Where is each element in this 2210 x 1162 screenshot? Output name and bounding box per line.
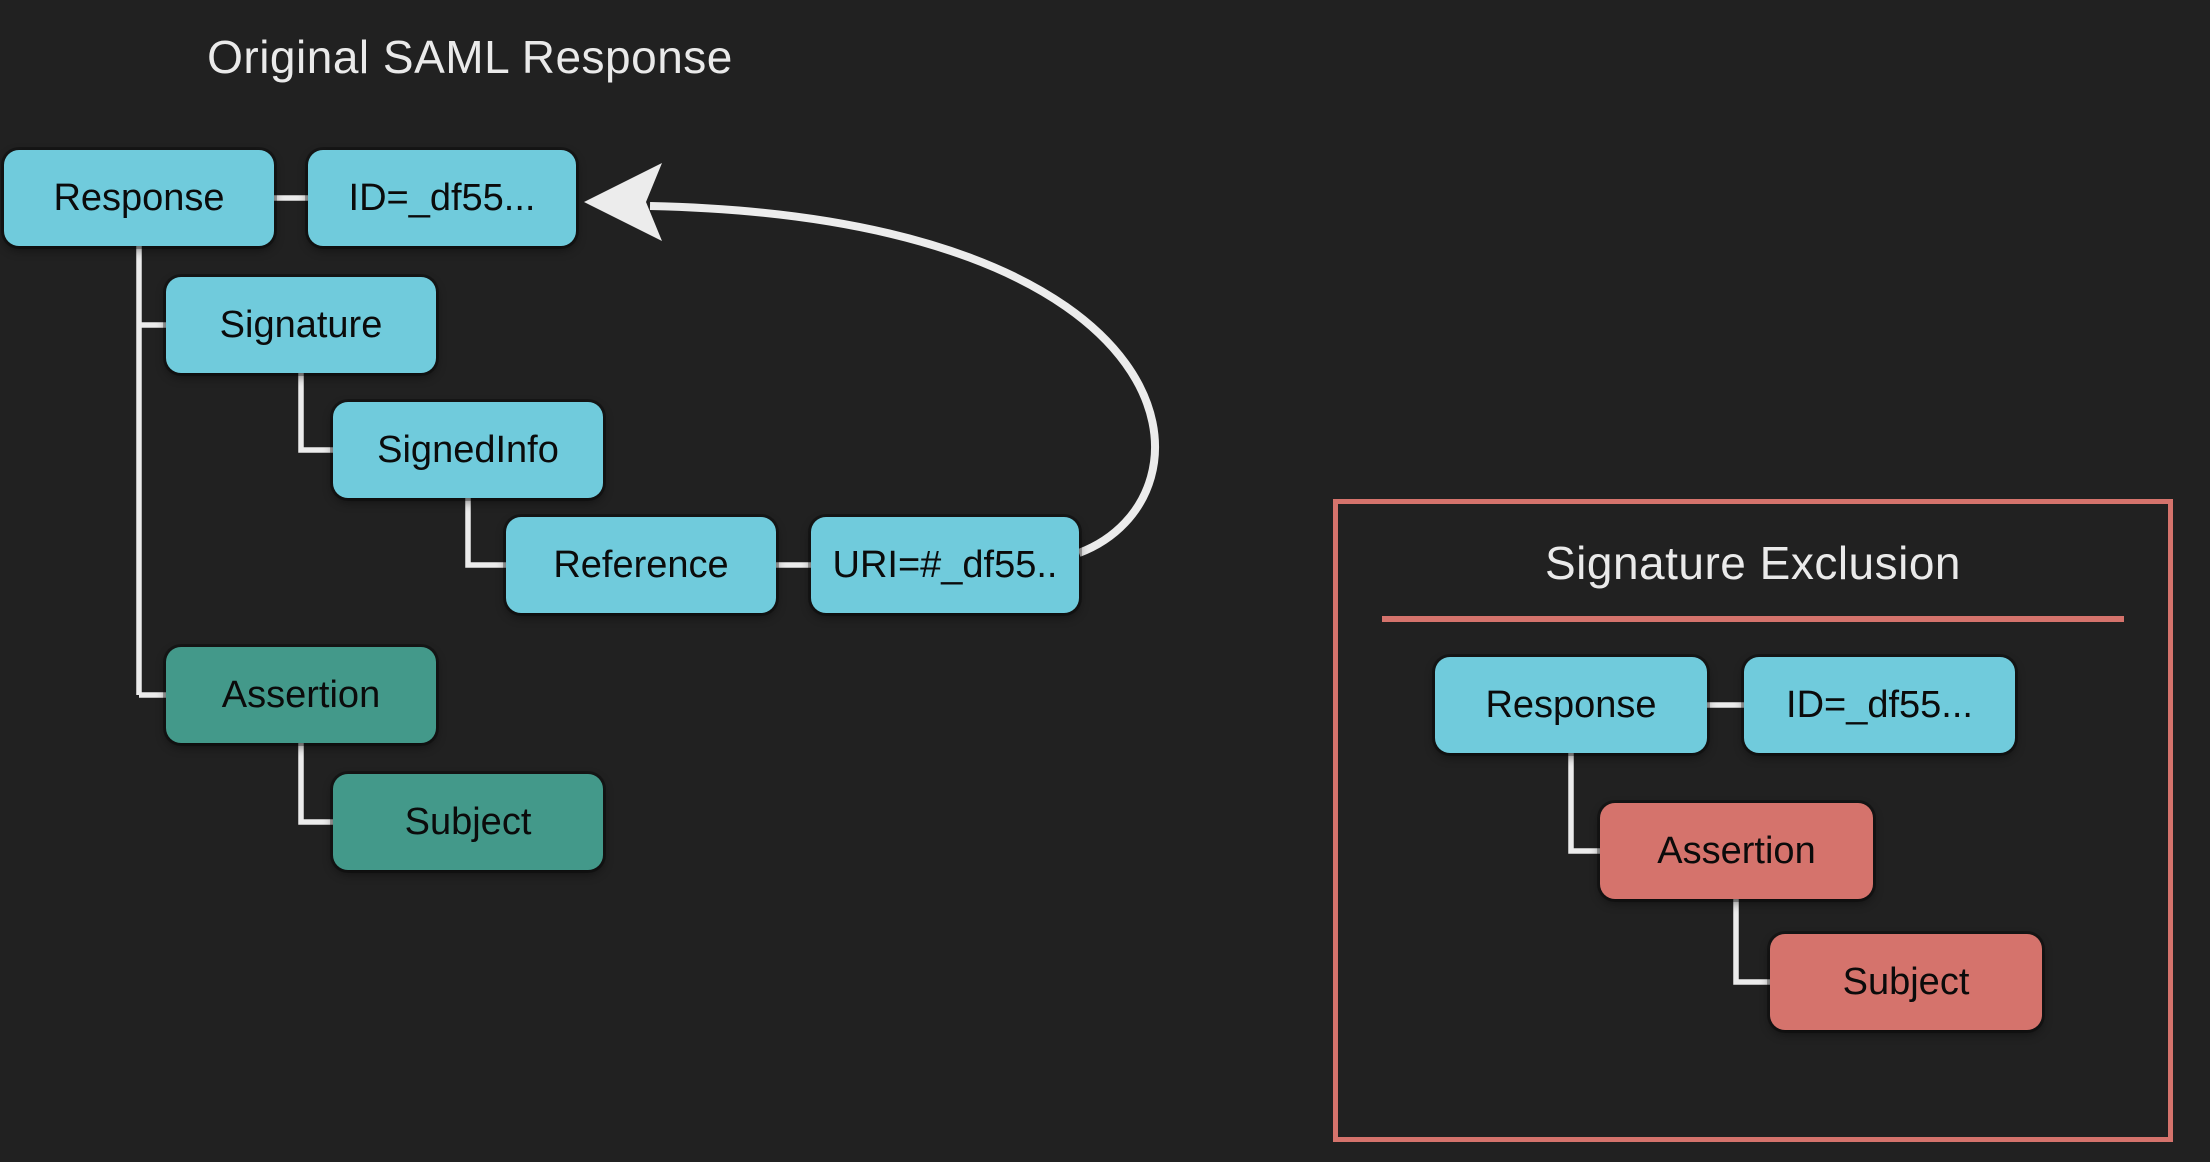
node-signedinfo: SignedInfo — [333, 402, 603, 498]
node-id-attribute: ID=_df55... — [308, 150, 576, 246]
node-subject-right: Subject — [1770, 934, 2042, 1030]
signature-exclusion-panel — [1333, 499, 2173, 1142]
left-diagram-title: Original SAML Response — [207, 31, 733, 83]
right-diagram-title: Signature Exclusion — [1544, 537, 1962, 589]
node-subject: Subject — [333, 774, 603, 870]
node-assertion: Assertion — [166, 647, 436, 743]
connector-assertion-subject — [298, 743, 333, 825]
uri-to-id-arrowhead — [584, 163, 662, 241]
node-signature: Signature — [166, 277, 436, 373]
connector-response-assertion-right — [1568, 753, 1600, 854]
node-uri-attribute: URI=#_df55.. — [811, 517, 1079, 613]
uri-to-id-arrow-curve — [649, 202, 1159, 557]
node-reference: Reference — [506, 517, 776, 613]
connector-assertion-subject-right — [1733, 899, 1770, 985]
node-response-right: Response — [1435, 657, 1707, 753]
connector-signature-signedinfo — [298, 373, 333, 453]
node-id-attribute-right: ID=_df55... — [1744, 657, 2015, 753]
node-assertion-right: Assertion — [1600, 803, 1873, 899]
connector-signedinfo-reference — [465, 498, 506, 568]
node-response: Response — [4, 150, 274, 246]
tree-connectors — [136, 195, 1770, 985]
curved-arrow-left-icon — [584, 163, 1159, 557]
right-diagram-title-underline — [1382, 616, 2124, 622]
